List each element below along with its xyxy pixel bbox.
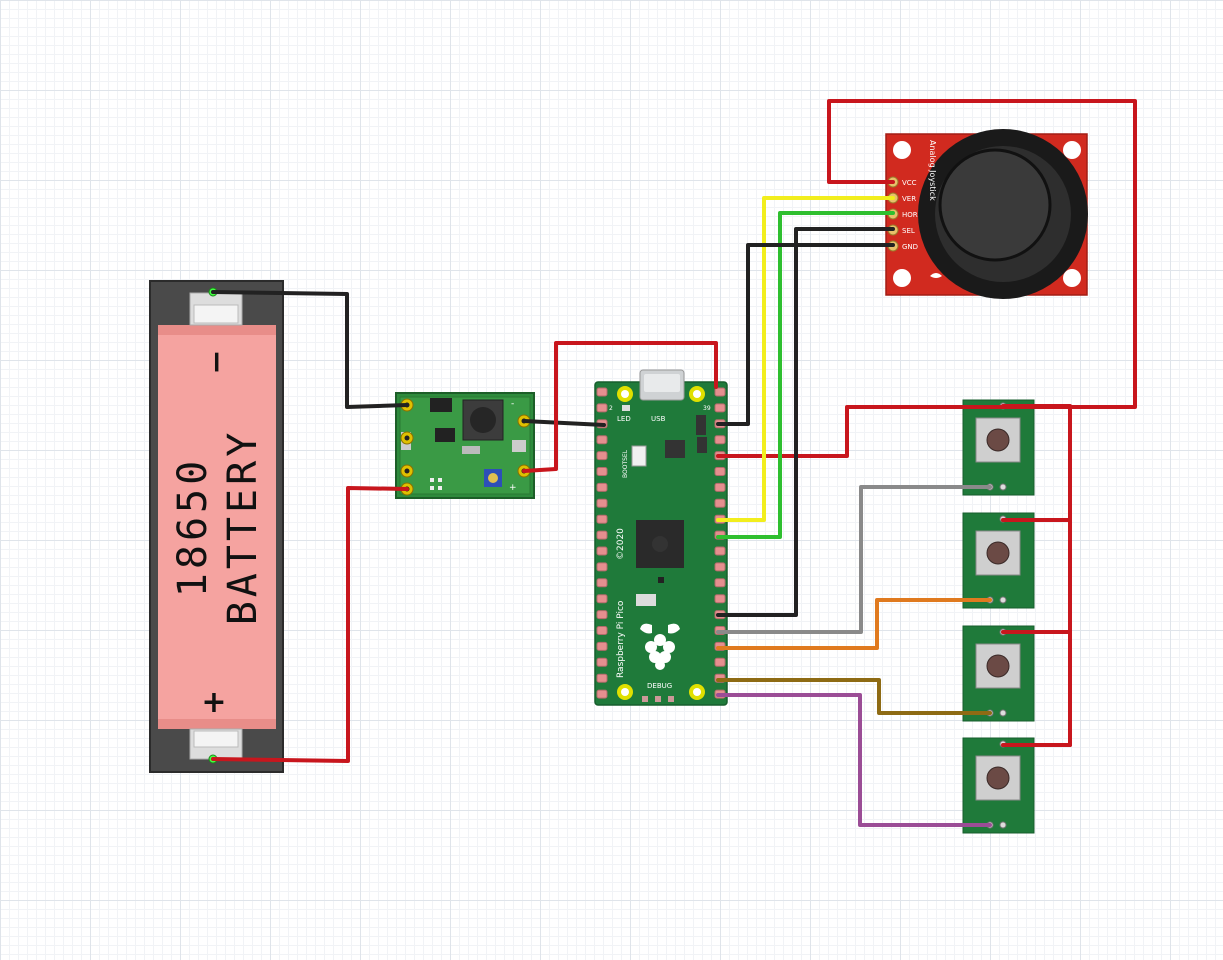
wire-button4-signal[interactable] bbox=[716, 693, 992, 827]
pico-pin-left[interactable] bbox=[596, 435, 608, 445]
wires bbox=[211, 99, 1137, 827]
wire-boost-gnd-to-pico[interactable] bbox=[522, 419, 606, 427]
button-cap[interactable] bbox=[986, 766, 1010, 790]
pico-left-pins bbox=[596, 387, 608, 699]
joystick-title: Analog Joystick bbox=[928, 140, 937, 201]
joystick-pin-label: VCC bbox=[902, 179, 917, 187]
joystick-pin-label: GND bbox=[902, 243, 918, 251]
raspberry-pi-logo bbox=[640, 623, 680, 670]
joystick-pin-label: HOR bbox=[902, 211, 918, 219]
pico-pin-left[interactable] bbox=[596, 514, 608, 524]
pico-pin-left[interactable] bbox=[596, 562, 608, 572]
joystick-thumbstick[interactable] bbox=[938, 148, 1052, 262]
pico-pin-label-39: 39 bbox=[703, 405, 711, 412]
pico-pin-left[interactable] bbox=[596, 673, 608, 683]
pico-pin-right[interactable] bbox=[714, 387, 726, 397]
pico-bootsel-label: BOOTSEL bbox=[622, 449, 629, 478]
battery-label-line2: BATTERY bbox=[220, 429, 266, 626]
pico-pin-right[interactable] bbox=[714, 498, 726, 508]
push-button-module-1 bbox=[962, 399, 1035, 496]
pico-pin-left[interactable] bbox=[596, 578, 608, 588]
wire-joystick-vcc[interactable] bbox=[716, 99, 1137, 458]
pico-copyright: ©2020 bbox=[616, 528, 626, 560]
pico-pin-right[interactable] bbox=[714, 562, 726, 572]
wire-button2-signal[interactable] bbox=[716, 598, 992, 650]
battery-minus-sign: − bbox=[199, 349, 234, 374]
pico-pin-right[interactable] bbox=[714, 435, 726, 445]
pico-pin-left[interactable] bbox=[596, 610, 608, 620]
pico-pin-label-2: 2 bbox=[609, 405, 613, 412]
pico-pin-left[interactable] bbox=[596, 546, 608, 556]
joystick-pin-label: VER bbox=[902, 195, 916, 203]
wire-joystick-gnd[interactable] bbox=[716, 243, 895, 426]
button-cap[interactable] bbox=[986, 541, 1010, 565]
pico-pin-right[interactable] bbox=[714, 578, 726, 588]
pico-pin-right[interactable] bbox=[714, 403, 726, 413]
wire-joystick-ver[interactable] bbox=[716, 196, 895, 522]
push-buttons bbox=[962, 399, 1035, 834]
pico-pin-left[interactable] bbox=[596, 403, 608, 413]
push-button-module-3 bbox=[962, 625, 1035, 722]
pico-pin-left[interactable] bbox=[596, 530, 608, 540]
pico-pin-right[interactable] bbox=[714, 657, 726, 667]
pico-led-label: LED bbox=[617, 415, 631, 423]
pico-pin-left[interactable] bbox=[596, 626, 608, 635]
pico-pin-left[interactable] bbox=[596, 467, 608, 476]
boost-minus-label: - bbox=[511, 399, 514, 409]
pico-pin-left[interactable] bbox=[596, 482, 608, 492]
wire-joystick-hor[interactable] bbox=[716, 211, 895, 539]
battery-plus-sign: + bbox=[201, 685, 226, 720]
button-cap[interactable] bbox=[986, 428, 1010, 452]
pico-pin-left[interactable] bbox=[596, 594, 608, 604]
push-button-module-2 bbox=[962, 512, 1035, 609]
wire-battery-negative[interactable] bbox=[211, 290, 409, 409]
pico-usb-label: USB bbox=[651, 415, 666, 423]
pico-pin-right[interactable] bbox=[714, 594, 726, 604]
wire-button3-signal[interactable] bbox=[716, 678, 992, 715]
tactile-switch bbox=[975, 417, 1021, 463]
battery-cell bbox=[158, 325, 276, 729]
battery-holder: 18650 BATTERY − + bbox=[149, 280, 284, 773]
pico-pin-left[interactable] bbox=[596, 498, 608, 508]
raspberry-pi-pico: Raspberry Pi Pico ©2020 USB LED BOOTSEL … bbox=[594, 369, 728, 706]
pico-debug-label: DEBUG bbox=[647, 682, 672, 690]
boost-converter: - + bbox=[395, 392, 535, 499]
boost-plus-label: + bbox=[509, 483, 517, 493]
wire-joystick-sel[interactable] bbox=[716, 227, 895, 617]
analog-joystick-module: Analog Joystick VCC VER HOR SEL GND bbox=[885, 129, 1088, 299]
pico-pin-left[interactable] bbox=[596, 387, 608, 397]
wire-battery-positive[interactable] bbox=[211, 486, 409, 763]
push-button-module-4 bbox=[962, 737, 1035, 834]
joystick-pin-label: SEL bbox=[902, 227, 915, 235]
button-cap[interactable] bbox=[986, 654, 1010, 678]
pico-pin-left[interactable] bbox=[596, 641, 608, 651]
pico-pin-right[interactable] bbox=[714, 482, 726, 492]
pico-board-name: Raspberry Pi Pico bbox=[616, 600, 626, 678]
pico-pin-right[interactable] bbox=[714, 546, 726, 556]
wire-button1-signal[interactable] bbox=[716, 485, 992, 634]
pico-pin-left[interactable] bbox=[596, 657, 608, 667]
battery-label-line1: 18650 bbox=[170, 457, 216, 597]
pico-pin-left[interactable] bbox=[596, 689, 608, 699]
pico-pin-left[interactable] bbox=[596, 451, 608, 461]
pico-pin-right[interactable] bbox=[714, 467, 726, 476]
wire-boost-vout-to-pico[interactable] bbox=[522, 341, 718, 473]
bootsel-button[interactable] bbox=[631, 445, 647, 467]
